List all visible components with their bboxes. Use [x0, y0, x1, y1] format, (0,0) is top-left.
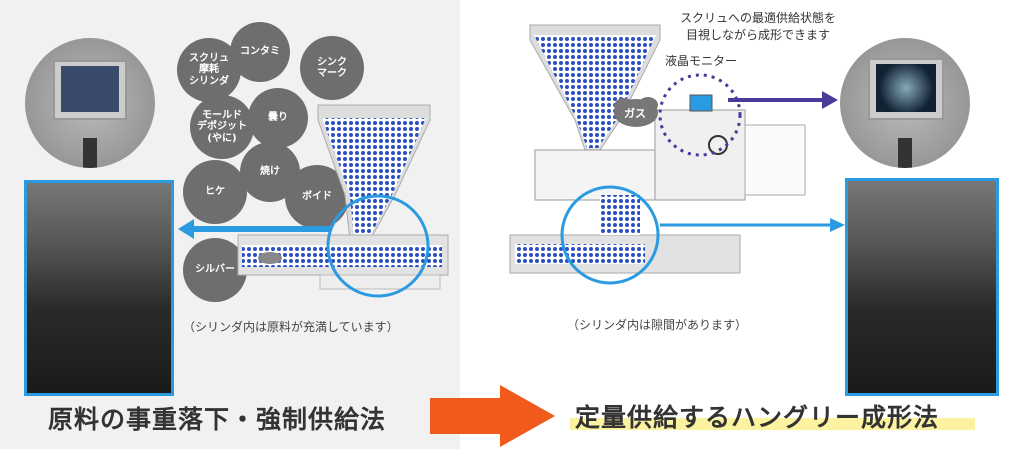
defect-hike: ヒケ — [183, 160, 247, 224]
defect-burn: 焼け — [240, 142, 300, 202]
caption-left: （シリンダ内は原料が充満しています） — [183, 320, 399, 334]
defect-mold-deposit: モールド デポジット (やに) — [190, 95, 254, 159]
monitor-dotted-circle — [658, 73, 742, 157]
lcd-monitor-label: 液晶モニター — [665, 54, 738, 68]
monitor-photo-left — [25, 38, 155, 168]
arrow-left — [178, 219, 194, 239]
defect-sink-mark: シンク マーク — [300, 36, 364, 100]
monitor-photo-right — [840, 38, 970, 168]
purple-arrow — [822, 91, 838, 109]
defect-silver: シルバー — [183, 238, 247, 302]
zoom-circle-right — [560, 185, 660, 285]
title-left: 原料の事重落下・強制供給法 — [48, 405, 387, 434]
defect-fogging: 曇り — [248, 88, 308, 148]
defect-contamination: コンタミ — [230, 22, 290, 82]
gas-cloud — [614, 97, 658, 127]
monitoring-note: スクリュへの最適供給状態を 目視しながら成形できます — [680, 11, 837, 42]
caption-right: （シリンダ内は隙間があります） — [567, 318, 748, 332]
transition-arrow — [430, 385, 555, 447]
gas-label: ガス — [624, 107, 646, 120]
zoom-circle-left — [326, 194, 430, 298]
arrow-right — [830, 218, 845, 232]
title-right: 定量供給するハングリー成形法 — [575, 403, 940, 432]
machine-photo-right — [845, 178, 999, 396]
machine-photo-left — [24, 180, 174, 396]
